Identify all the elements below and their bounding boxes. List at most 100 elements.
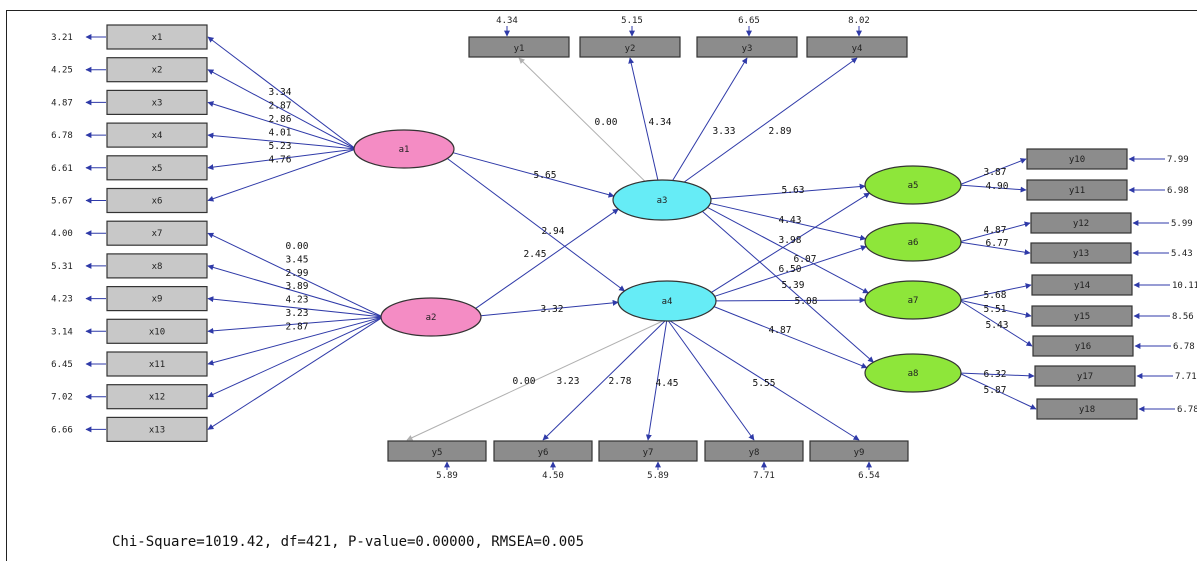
loading-a4-y5: 0.00 xyxy=(513,376,536,387)
error-variance-y7: 5.89 xyxy=(647,471,669,481)
loading-a4-y8: 4.45 xyxy=(656,378,679,389)
structural-path-a4-a6 xyxy=(714,245,867,297)
indicator-label-x9: x9 xyxy=(152,295,163,305)
indicator-box-y6 xyxy=(493,440,593,462)
indicator-box-y10 xyxy=(1026,148,1128,170)
loading-path-x8 xyxy=(207,264,384,318)
loading-path-y3 xyxy=(661,57,748,199)
indicator-box-y17 xyxy=(1034,365,1136,387)
structural-path-a3-a7 xyxy=(707,206,869,294)
indicator-box-x3 xyxy=(106,89,208,116)
structural-path-a4-a7 xyxy=(715,297,866,304)
loading-path-y18 xyxy=(958,372,1037,410)
indicator-label-y15: y15 xyxy=(1074,312,1090,322)
indicator-label-x6: x6 xyxy=(152,197,163,207)
indicator-box-y1 xyxy=(468,36,570,58)
coefficient-a4-a6: 5.39 xyxy=(782,280,805,291)
error-variance-x3: 4.87 xyxy=(51,98,73,108)
loading-a2-6: 3.23 xyxy=(286,308,309,319)
loading-path-y17 xyxy=(958,372,1035,379)
error-variance-y14: 10.11 xyxy=(1172,281,1197,291)
indicator-label-x1: x1 xyxy=(152,33,163,43)
error-variance-x12: 7.02 xyxy=(51,393,73,403)
loading-path-y7 xyxy=(645,318,668,441)
indicator-label-y9: y9 xyxy=(854,448,865,458)
error-variance-x9: 4.23 xyxy=(51,295,73,305)
latent-a7 xyxy=(864,280,962,320)
loading-path-y12 xyxy=(958,221,1031,243)
indicator-box-x13 xyxy=(106,416,208,442)
indicator-box-y12 xyxy=(1030,212,1132,234)
loading-y15: 5.51 xyxy=(984,304,1007,315)
indicator-box-y7 xyxy=(598,440,698,462)
loading-a1-2: 2.87 xyxy=(269,101,292,112)
indicator-label-y11: y11 xyxy=(1069,186,1085,196)
indicator-box-x12 xyxy=(106,384,208,410)
indicator-label-y8: y8 xyxy=(749,448,760,458)
latent-label-a7: a7 xyxy=(908,296,919,306)
indicator-label-y2: y2 xyxy=(625,44,636,54)
coefficient-a4-a5: 6.50 xyxy=(779,264,802,275)
error-variance-x2: 4.25 xyxy=(51,66,73,76)
indicator-box-x7 xyxy=(106,220,208,246)
error-variance-y11: 6.98 xyxy=(1167,186,1189,196)
indicator-label-y10: y10 xyxy=(1069,155,1085,165)
loading-a1-3: 2.86 xyxy=(269,114,292,125)
loading-path-x5 xyxy=(207,148,357,171)
loading-path-y15 xyxy=(958,299,1032,318)
error-variance-x7: 4.00 xyxy=(51,229,73,239)
loading-a1-1: 3.34 xyxy=(269,87,292,98)
indicator-box-y13 xyxy=(1030,242,1132,264)
coefficient-a4-a7: 5.08 xyxy=(795,296,818,307)
loading-path-y2 xyxy=(628,57,663,199)
indicator-label-y17: y17 xyxy=(1077,372,1093,382)
error-variance-x1: 3.21 xyxy=(51,33,73,43)
coefficient-a3-a5: 5.63 xyxy=(782,185,805,196)
error-variance-x5: 6.61 xyxy=(51,164,73,174)
fit-statistics: Chi-Square=1019.42, df=421, P-value=0.00… xyxy=(112,534,585,550)
indicator-label-y16: y16 xyxy=(1075,342,1091,352)
indicator-box-y14 xyxy=(1031,274,1133,296)
indicator-label-y13: y13 xyxy=(1073,249,1089,259)
loading-a3-y4: 2.89 xyxy=(769,126,792,137)
latent-a5 xyxy=(864,165,962,205)
error-variance-x13: 6.66 xyxy=(51,425,73,435)
indicator-box-x11 xyxy=(106,351,208,377)
loading-a2-1: 0.00 xyxy=(286,241,309,252)
structural-path-a4-a5 xyxy=(711,192,871,293)
frame-top xyxy=(6,10,1197,11)
error-variance-y4: 8.02 xyxy=(848,16,870,26)
loading-path-y5 xyxy=(406,318,668,441)
error-variance-y5: 5.89 xyxy=(436,471,458,481)
indicator-box-y3 xyxy=(696,36,798,58)
indicator-box-x2 xyxy=(106,57,208,83)
indicator-box-x1 xyxy=(106,24,208,50)
indicator-label-x3: x3 xyxy=(152,98,163,108)
loading-a2-3: 2.99 xyxy=(286,268,309,279)
loading-path-x13 xyxy=(207,316,384,430)
loading-path-y10 xyxy=(958,158,1027,186)
loading-path-y13 xyxy=(958,241,1031,256)
loading-a1-4: 4.01 xyxy=(269,128,292,139)
loading-path-y8 xyxy=(666,318,755,441)
indicator-box-x5 xyxy=(106,155,208,181)
coefficient-a3-a7: 3.98 xyxy=(779,235,802,246)
structural-path-a4-a8 xyxy=(713,306,868,369)
indicator-label-x5: x5 xyxy=(152,164,163,174)
error-variance-y8: 7.71 xyxy=(753,471,775,481)
loading-a3-y3: 3.33 xyxy=(713,126,736,137)
indicator-box-y18 xyxy=(1036,398,1138,420)
error-variance-x11: 6.45 xyxy=(51,360,73,370)
indicator-label-y5: y5 xyxy=(432,448,443,458)
loading-y11: 4.90 xyxy=(986,181,1009,192)
coefficient-a3-a6: 4.43 xyxy=(779,215,802,226)
loading-y12: 4.87 xyxy=(984,225,1007,236)
loading-path-y9 xyxy=(666,318,860,441)
coefficient-a2-a3: 2.94 xyxy=(542,226,565,237)
error-variance-x10: 3.14 xyxy=(51,327,73,337)
loading-path-y11 xyxy=(958,184,1027,193)
structural-path-a3-a8 xyxy=(702,210,874,363)
loading-path-y4 xyxy=(661,57,858,199)
indicator-box-x10 xyxy=(106,318,208,344)
error-variance-y1: 4.34 xyxy=(496,16,518,26)
